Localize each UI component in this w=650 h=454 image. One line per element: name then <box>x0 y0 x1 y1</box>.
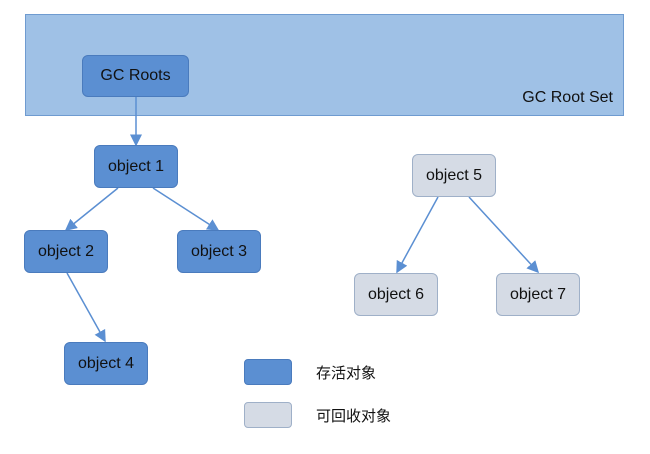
node-object-7: object 7 <box>496 273 580 316</box>
node-object-5: object 5 <box>412 154 496 197</box>
edge-object5-object6 <box>396 196 439 274</box>
edge-object2-object4 <box>66 272 106 343</box>
node-object-4: object 4 <box>64 342 148 385</box>
edge-object1-object3 <box>152 187 220 231</box>
edge-object5-object7 <box>468 196 540 274</box>
node-object-3: object 3 <box>177 230 261 273</box>
node-object-2: object 2 <box>24 230 108 273</box>
node-object-6: object 6 <box>354 273 438 316</box>
legend-reclaimable-label: 可回收对象 <box>316 407 392 425</box>
edge-object1-object2 <box>64 187 119 231</box>
legend-alive-swatch <box>244 359 292 385</box>
node-gc-roots: GC Roots <box>82 55 189 97</box>
legend-alive-label: 存活对象 <box>316 364 377 382</box>
gc-root-set-label: GC Root Set <box>522 89 613 106</box>
legend-reclaimable-swatch <box>244 402 292 428</box>
node-object-1: object 1 <box>94 145 178 188</box>
